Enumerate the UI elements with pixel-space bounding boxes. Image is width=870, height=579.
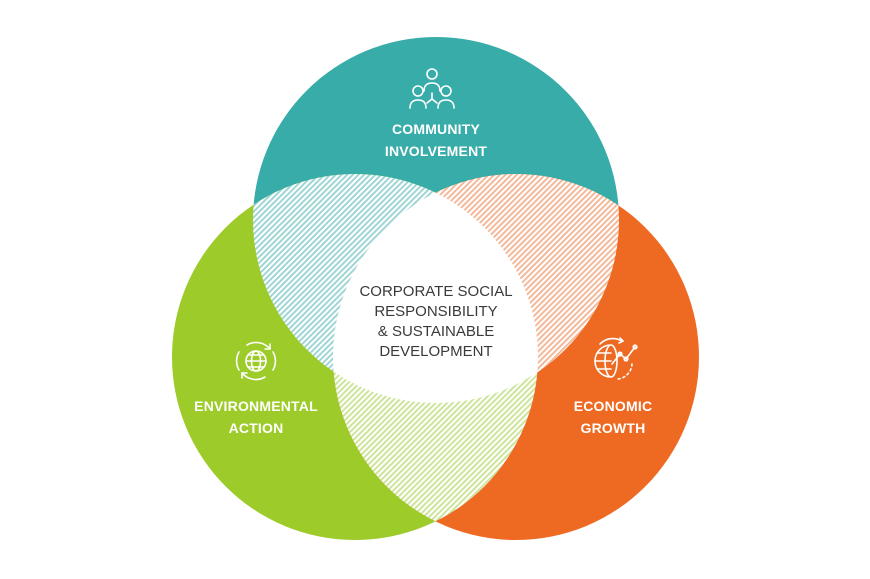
center-line: & SUSTAINABLE bbox=[377, 323, 495, 340]
globe-growth-chart-icon bbox=[594, 337, 638, 380]
label-line: COMMUNITY bbox=[391, 121, 481, 137]
label-line: ECONOMIC bbox=[573, 398, 653, 414]
overlap-center bbox=[333, 174, 538, 403]
label-community: COMMUNITY INVOLVEMENT bbox=[336, 118, 536, 162]
label-line: GROWTH bbox=[580, 420, 646, 436]
label-line: ENVIRONMENTAL bbox=[194, 398, 318, 414]
label-line: INVOLVEMENT bbox=[384, 143, 488, 159]
globe-cycle-icon bbox=[235, 341, 277, 381]
people-network-icon bbox=[409, 68, 455, 109]
center-label: CORPORATE SOCIAL RESPONSIBILITY & SUSTAI… bbox=[336, 282, 536, 362]
center-line: CORPORATE SOCIAL bbox=[359, 283, 513, 300]
center-line: RESPONSIBILITY bbox=[374, 303, 498, 320]
label-line: ACTION bbox=[228, 420, 284, 436]
label-environmental: ENVIRONMENTAL ACTION bbox=[156, 395, 356, 439]
center-line: DEVELOPMENT bbox=[379, 343, 493, 360]
label-economic: ECONOMIC GROWTH bbox=[513, 395, 713, 439]
